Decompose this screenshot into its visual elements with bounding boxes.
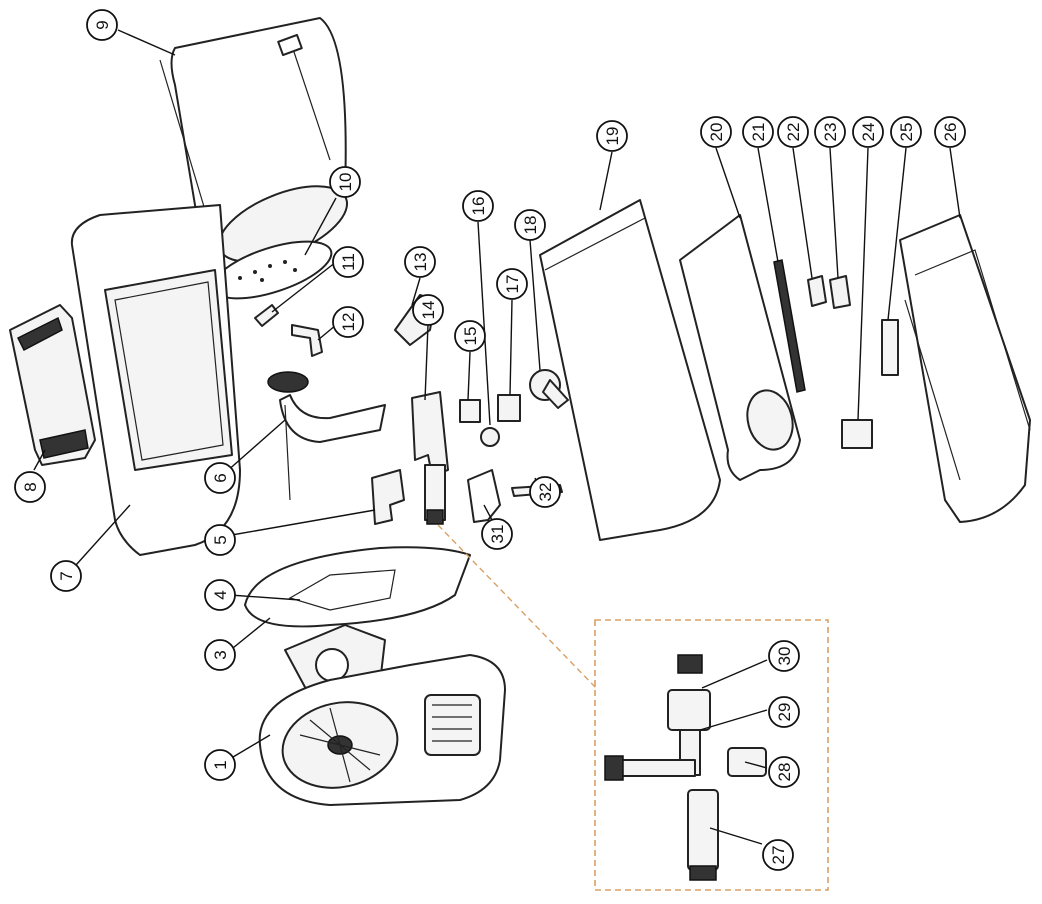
svg-text:14: 14 <box>419 301 438 320</box>
callout-15: 15 <box>454 320 486 352</box>
part-front-shell <box>70 204 241 556</box>
callout-32: 32 <box>529 476 561 508</box>
svg-text:25: 25 <box>897 123 916 142</box>
callout-24: 24 <box>852 116 884 148</box>
callout-11: 11 <box>332 246 364 278</box>
part-microswitch <box>881 319 899 376</box>
callout-3: 3 <box>204 639 236 671</box>
svg-text:8: 8 <box>21 482 40 491</box>
part-side-panel <box>679 214 801 481</box>
svg-text:24: 24 <box>859 123 878 142</box>
callout-6: 6 <box>204 462 236 494</box>
svg-text:4: 4 <box>211 590 230 599</box>
svg-text:11: 11 <box>339 253 358 271</box>
svg-text:18: 18 <box>521 216 540 235</box>
svg-text:17: 17 <box>503 275 522 294</box>
part-clip <box>254 304 279 327</box>
callout-8: 8 <box>14 471 46 503</box>
callout-22: 22 <box>777 116 809 148</box>
callout-9: 9 <box>86 9 118 41</box>
part-control-knob <box>529 369 569 409</box>
svg-text:31: 31 <box>488 525 507 544</box>
callout-20: 20 <box>700 116 732 148</box>
svg-text:6: 6 <box>211 473 230 482</box>
part-flat-plate <box>467 469 501 523</box>
part-long-rod <box>773 259 806 393</box>
inset-detail-frame <box>594 619 829 891</box>
leader-lines <box>33 29 961 845</box>
callout-26: 26 <box>934 116 966 148</box>
callout-30: 30 <box>768 640 800 672</box>
callout-1: 1 <box>204 749 236 781</box>
svg-text:10: 10 <box>336 173 355 192</box>
callout-23: 23 <box>814 116 846 148</box>
callout-19: 19 <box>596 120 628 152</box>
inset-valve-assembly <box>604 654 767 881</box>
callout-14: 14 <box>412 294 444 326</box>
callout-18: 18 <box>514 209 546 241</box>
part-igniter <box>291 324 323 357</box>
svg-text:19: 19 <box>603 127 622 146</box>
svg-text:3: 3 <box>211 650 230 659</box>
inset-leader-line <box>437 524 599 691</box>
part-ring-plate <box>244 546 471 628</box>
svg-text:21: 21 <box>749 123 768 142</box>
svg-text:23: 23 <box>821 123 840 142</box>
callout-10: 10 <box>329 166 361 198</box>
callout-21: 21 <box>742 116 774 148</box>
svg-text:1: 1 <box>211 760 230 769</box>
callout-25: 25 <box>890 116 922 148</box>
callout-27: 27 <box>762 839 794 871</box>
part-regulator <box>497 394 521 422</box>
part-burner-tube <box>267 371 386 501</box>
part-bracket <box>371 469 405 525</box>
part-valve-block <box>841 419 873 449</box>
part-switch-b <box>829 275 851 309</box>
svg-text:29: 29 <box>775 703 794 722</box>
callout-5: 5 <box>204 524 236 556</box>
callout-17: 17 <box>496 268 528 300</box>
part-handle <box>9 304 96 466</box>
svg-text:27: 27 <box>769 846 788 865</box>
callout-31: 31 <box>481 518 513 550</box>
svg-text:12: 12 <box>339 313 358 332</box>
callout-4: 4 <box>204 579 236 611</box>
svg-text:7: 7 <box>57 571 76 580</box>
svg-text:30: 30 <box>775 647 794 666</box>
part-fan-housing <box>258 654 506 806</box>
callout-16: 16 <box>462 190 494 222</box>
svg-text:16: 16 <box>469 197 488 216</box>
callout-13: 13 <box>404 246 436 278</box>
callout-28: 28 <box>768 756 800 788</box>
callout-7: 7 <box>50 560 82 592</box>
svg-text:32: 32 <box>536 483 555 502</box>
part-switch-a <box>807 275 827 307</box>
svg-text:13: 13 <box>411 253 430 272</box>
callout-12: 12 <box>332 306 364 338</box>
svg-text:15: 15 <box>461 327 480 346</box>
svg-text:26: 26 <box>941 123 960 142</box>
svg-text:22: 22 <box>784 123 803 142</box>
part-rear-shell <box>539 199 721 541</box>
part-base-housing <box>899 214 1031 523</box>
callout-29: 29 <box>768 696 800 728</box>
part-valve-manifold <box>411 391 449 525</box>
part-knob-small <box>480 427 500 447</box>
svg-text:9: 9 <box>93 20 112 29</box>
svg-text:5: 5 <box>211 535 230 544</box>
svg-text:28: 28 <box>775 763 794 782</box>
svg-text:20: 20 <box>707 123 726 142</box>
part-small-valve <box>459 399 481 423</box>
